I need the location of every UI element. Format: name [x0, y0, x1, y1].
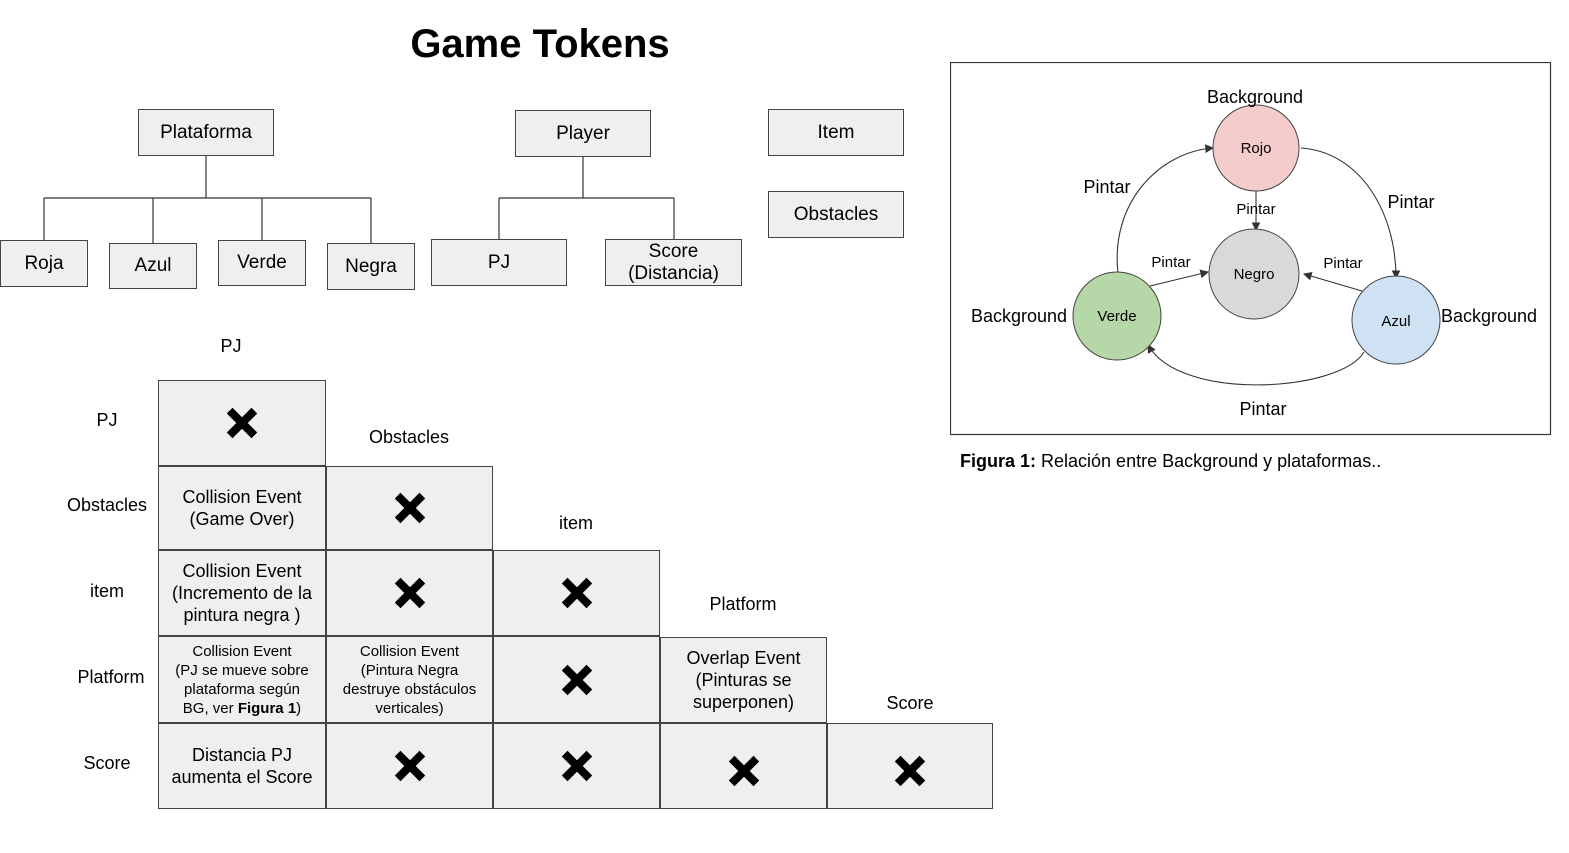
edge-label-rojo-negro: Pintar	[1236, 201, 1275, 218]
figure-caption-label: Figura 1:	[960, 451, 1037, 471]
cell-pj-pj	[158, 380, 326, 466]
x-mark-icon	[226, 407, 258, 439]
node-negro	[1208, 228, 1300, 320]
cell-platform-platform: Overlap Event (Pinturas se superponen)	[660, 637, 827, 723]
row-label-score: Score	[83, 753, 131, 773]
cell-obstacles-obstacles	[326, 466, 493, 550]
page-title: Game Tokens	[410, 22, 670, 66]
row-label-item: item	[89, 581, 124, 601]
x-mark-icon	[561, 664, 592, 695]
tree-node-verde: Verde	[218, 240, 306, 286]
edge-label-verde-negro: Pintar	[1151, 254, 1190, 271]
row-label-platform: Platform	[77, 667, 145, 687]
edge-rojo-azul	[1300, 147, 1401, 280]
cell-text: Collision Event (Incremento de la pintur…	[171, 561, 313, 625]
edge-verde-rojo	[1116, 144, 1215, 274]
background-label-verde: Background	[971, 306, 1067, 326]
tree-node-azul: Azul	[109, 243, 197, 289]
node-label-negro: Negro	[1234, 266, 1275, 283]
x-mark-icon	[394, 492, 425, 524]
figure-reference: Figura 1	[237, 699, 297, 717]
tree-node-player: Player	[515, 110, 651, 157]
cell-text: Overlap Event (Pinturas se superponen)	[686, 648, 801, 712]
col-label-item: item	[558, 513, 593, 533]
edge-label-rojo-azul: Pintar	[1387, 192, 1434, 212]
x-mark-icon	[728, 755, 759, 787]
cell-text: Collision Event (PJ se mueve sobre plata…	[175, 642, 308, 718]
col-label-platform: Platform	[709, 594, 777, 614]
x-mark-icon	[894, 755, 926, 787]
col-label-obstacles: Obstacles	[368, 427, 450, 447]
cell-score-score	[827, 723, 993, 809]
cell-score-item	[493, 723, 660, 809]
node-azul	[1351, 275, 1441, 365]
tree-node-obstacles: Obstacles	[768, 191, 904, 238]
x-mark-icon	[394, 577, 425, 609]
cell-platform-item	[493, 636, 660, 723]
cell-text: Distancia PJ aumenta el Score	[171, 745, 313, 787]
x-mark-icon	[561, 750, 592, 782]
node-verde	[1072, 271, 1162, 361]
figure-caption-text: Relación entre Background y plataformas.…	[1036, 451, 1382, 471]
figure-caption: Figura 1: Relación entre Background y pl…	[960, 451, 1381, 472]
cell-text-main: Collision Event (PJ se mueve sobre plata…	[175, 642, 309, 717]
edge-label-verde-rojo: Pintar	[1083, 177, 1130, 197]
figure-1: Rojo Negro Verde Azul Background Backgro…	[950, 62, 1552, 436]
tree-node-pj: PJ	[431, 239, 567, 286]
col-label-pj: PJ	[220, 336, 242, 356]
col-label-score: Score	[886, 693, 934, 713]
cell-platform-obstacles: Collision Event (Pintura Negra destruye …	[326, 636, 493, 723]
cell-obstacles-pj: Collision Event (Game Over)	[158, 466, 326, 550]
background-label-azul: Background	[1441, 306, 1537, 326]
cell-score-platform	[660, 723, 827, 809]
cell-score-pj: Distancia PJ aumenta el Score	[158, 723, 326, 809]
node-label-verde: Verde	[1097, 308, 1136, 325]
cell-platform-pj: Collision Event (PJ se mueve sobre plata…	[158, 636, 326, 723]
node-rojo	[1212, 104, 1300, 192]
edge-label-azul-verde: Pintar	[1239, 399, 1286, 419]
cell-item-item	[493, 550, 660, 636]
cell-item-pj: Collision Event (Incremento de la pintur…	[158, 550, 326, 636]
cell-text-end: )	[296, 699, 302, 717]
cell-text: Collision Event (Game Over)	[182, 487, 302, 529]
cell-text: Collision Event (Pintura Negra destruye …	[342, 642, 477, 717]
tree-node-plataforma: Plataforma	[138, 109, 274, 156]
row-label-pj: PJ	[96, 410, 118, 430]
cell-item-obstacles	[326, 550, 493, 636]
cell-score-obstacles	[326, 723, 493, 809]
x-mark-icon	[394, 750, 425, 782]
x-mark-icon	[561, 577, 592, 609]
tree-node-roja: Roja	[0, 240, 88, 287]
background-label-rojo: Background	[1207, 87, 1303, 107]
tree-node-score: Score (Distancia)	[605, 239, 742, 286]
edge-azul-negro	[1302, 271, 1363, 292]
node-label-azul: Azul	[1381, 313, 1410, 330]
edge-label-azul-negro: Pintar	[1323, 255, 1362, 272]
tree-node-negra: Negra	[327, 243, 415, 290]
node-label-rojo: Rojo	[1241, 140, 1272, 157]
edge-azul-verde	[1147, 344, 1365, 386]
tree-node-item: Item	[768, 109, 904, 156]
row-label-obstacles: Obstacles	[66, 495, 148, 515]
edge-verde-negro	[1149, 269, 1210, 287]
